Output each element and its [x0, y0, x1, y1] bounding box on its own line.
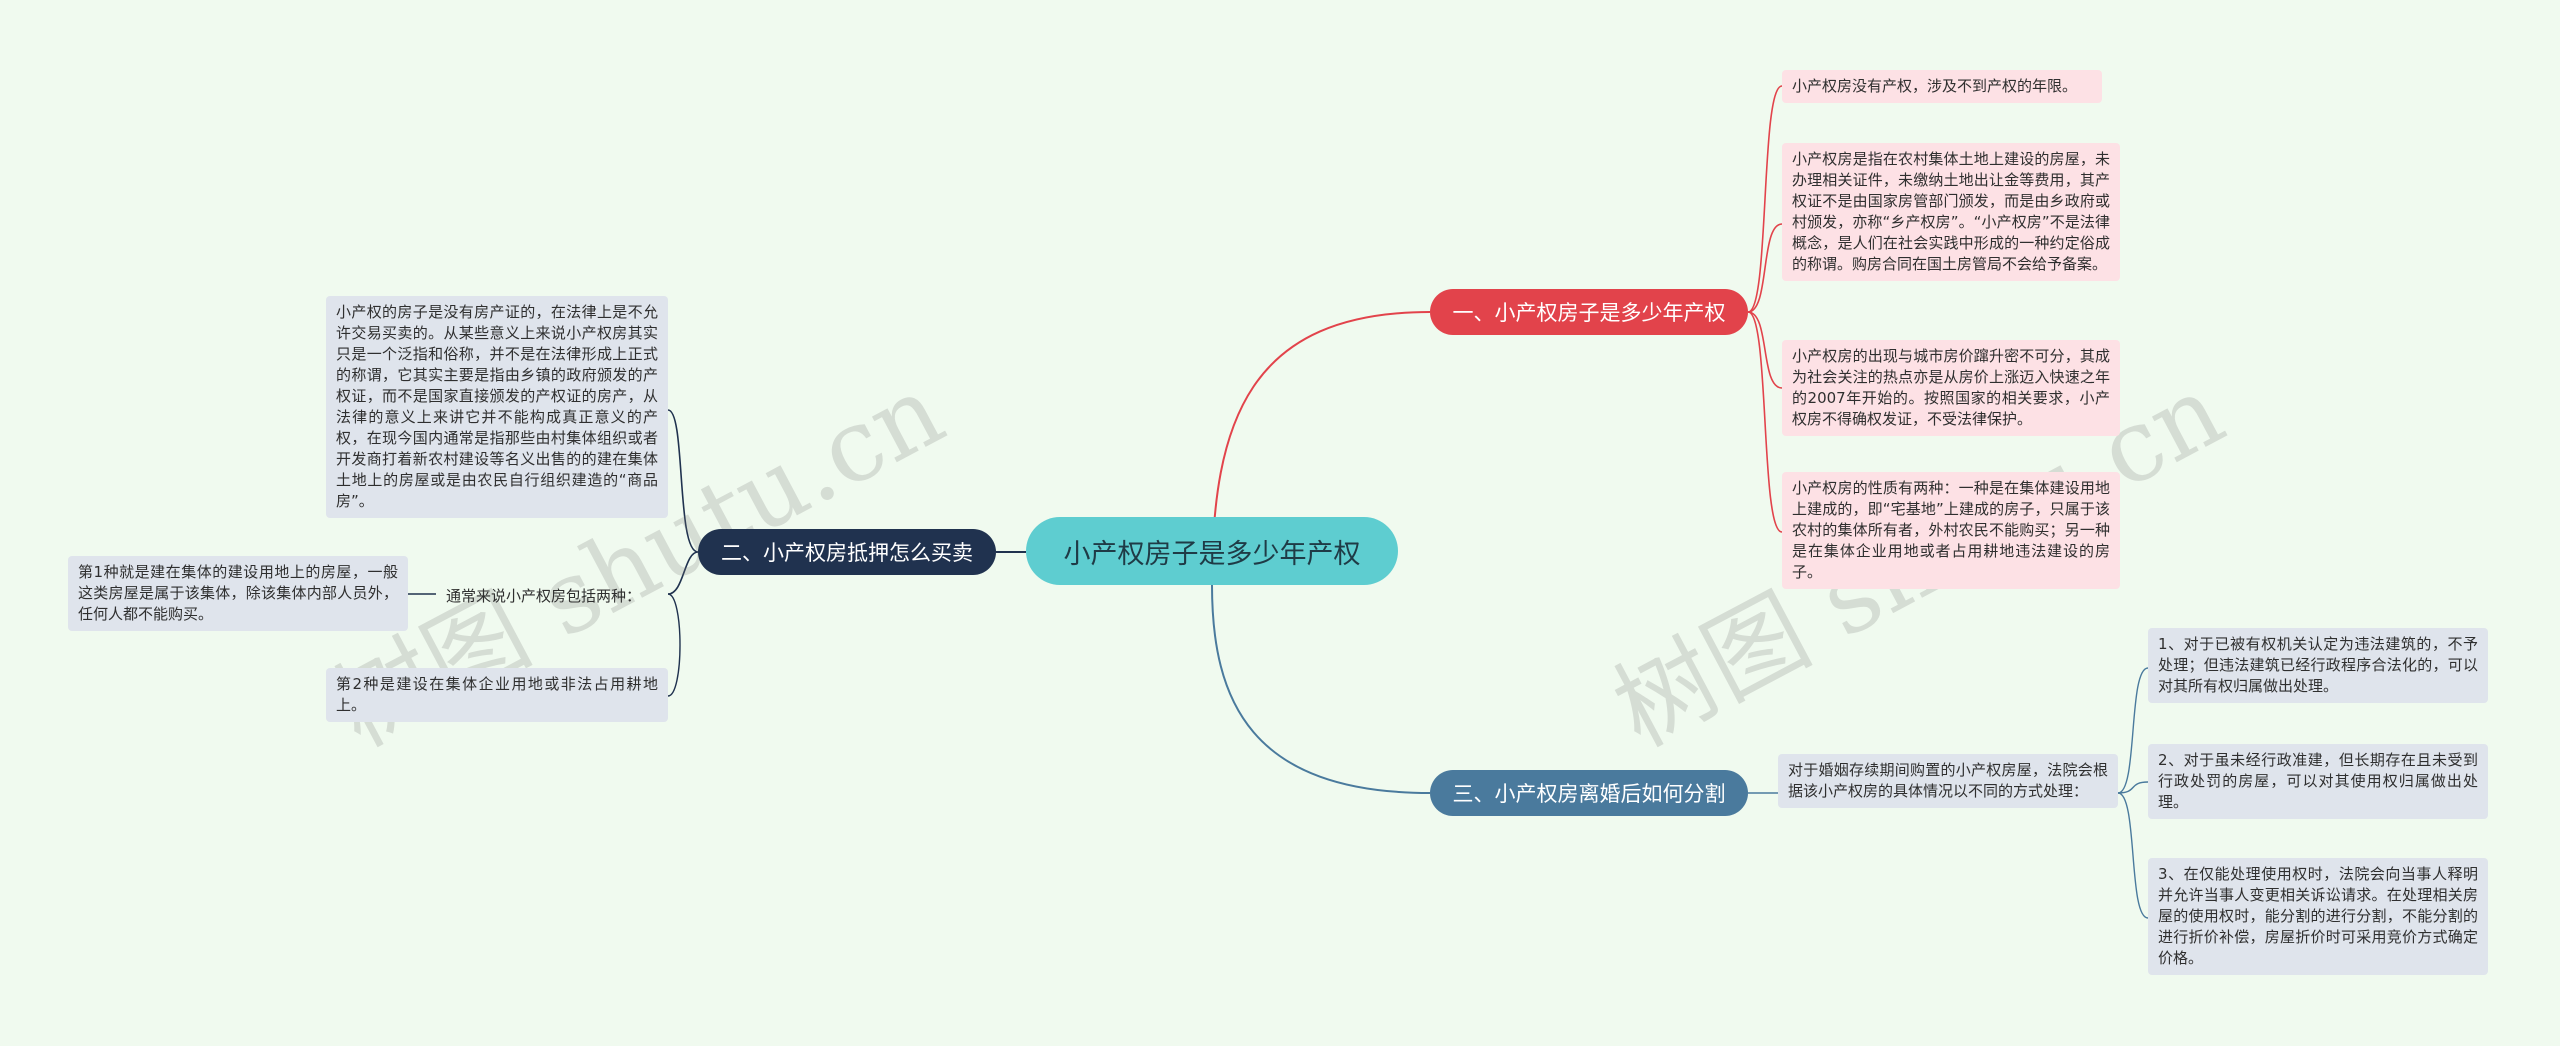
- branch-1-leaf-1[interactable]: 小产权房没有产权，涉及不到产权的年限。: [1782, 70, 2102, 103]
- branch-1-leaf-3[interactable]: 小产权房的出现与城市房价蹿升密不可分，其成为社会关注的热点亦是从房价上涨迈入快速…: [1782, 340, 2120, 436]
- branch-3-middle-topic[interactable]: 对于婚姻存续期间购置的小产权房屋，法院会根据该小产权房的具体情况以不同的方式处理…: [1778, 754, 2118, 808]
- link-b2-middle: [667, 551, 699, 595]
- link-b1-leaf4: [1747, 311, 1783, 533]
- link-b1-leaf1: [1747, 85, 1783, 313]
- link-b3m-leaf3: [2117, 792, 2149, 919]
- link-b3m-leaf2: [2117, 781, 2149, 794]
- link-b1-leaf3: [1747, 311, 1783, 389]
- branch-1-leaf-2[interactable]: 小产权房是指在农村集体土地上建设的房屋，未办理相关证件，未缴纳土地出让金等费用，…: [1782, 143, 2120, 281]
- branch-2-middle-leaf-1[interactable]: 第1种就是建在集体的建设用地上的房屋，一般这类房屋是属于该集体，除该集体内部人员…: [68, 556, 408, 631]
- link-middle-leaf2: [667, 593, 681, 697]
- branch-1-leaf-4[interactable]: 小产权房的性质有两种：一种是在集体建设用地上建成的，即“宅基地”上建成的房子，只…: [1782, 472, 2120, 589]
- branch-2-middle-leaf-2[interactable]: 第2种是建设在集体企业用地或非法占用耕地上。: [326, 668, 668, 722]
- branch-2-topic[interactable]: 二、小产权房抵押怎么买卖: [698, 529, 996, 575]
- branch-3-leaf-1[interactable]: 1、对于已被有权机关认定为违法建筑的，不予处理；但违法建筑已经行政程序合法化的，…: [2148, 628, 2488, 703]
- branch-3-leaf-2[interactable]: 2、对于虽未经行政准建，但长期存在且未受到行政处罚的房屋，可以对其使用权归属做出…: [2148, 744, 2488, 819]
- link-center-branch3: [1211, 584, 1431, 794]
- central-topic[interactable]: 小产权房子是多少年产权: [1026, 517, 1398, 585]
- link-b3m-leaf1: [2117, 667, 2149, 794]
- branch-1-topic[interactable]: 一、小产权房子是多少年产权: [1430, 289, 1748, 335]
- link-b1-leaf2: [1747, 223, 1783, 313]
- branch-2-middle-topic[interactable]: 通常来说小产权房包括两种：: [446, 587, 642, 605]
- branch-2-leaf-1[interactable]: 小产权的房子是没有房产证的，在法律上是不允许交易买卖的。从某些意义上来说小产权房…: [326, 296, 668, 518]
- branch-3-leaf-3[interactable]: 3、在仅能处理使用权时，法院会向当事人释明并允许当事人变更相关诉讼请求。在处理相…: [2148, 858, 2488, 975]
- link-b2-leaf1: [667, 409, 699, 553]
- branch-3-topic[interactable]: 三、小产权房离婚后如何分割: [1430, 770, 1748, 816]
